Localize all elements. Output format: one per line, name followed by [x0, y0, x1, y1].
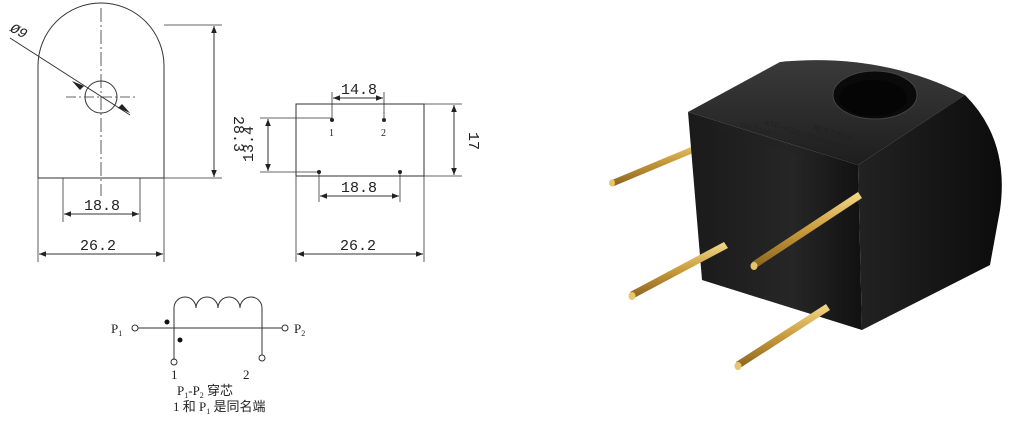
schematic-pin2-label: 2	[243, 367, 250, 382]
schematic-pin1-label: 1	[171, 367, 178, 382]
polarity-dot-pin1	[177, 337, 183, 343]
pin2-label: 2	[381, 128, 386, 139]
pin-dot-3	[317, 170, 321, 174]
pin1-terminal	[170, 358, 178, 366]
polarity-dot-p1	[164, 319, 170, 325]
pin-spacing-top-label: 14.8	[341, 82, 377, 99]
height-label: 28.3	[229, 116, 246, 152]
outer-width-label: 26.2	[80, 238, 116, 255]
secondary-coil	[173, 296, 263, 360]
pin1-label: 1	[329, 128, 334, 139]
p2-label: P2	[294, 321, 305, 338]
pin-vertical-label: 13.4	[241, 126, 258, 162]
diameter-leader	[9, 37, 131, 116]
body-depth-label: 17	[464, 132, 481, 150]
front-outline	[37, 2, 165, 179]
top-outline	[295, 103, 425, 177]
top-view-drawing	[260, 92, 462, 262]
pin-dot-1	[330, 118, 334, 122]
pin-dot-2	[382, 118, 386, 122]
center-hole	[84, 80, 118, 114]
schematic-note-2: 1 和 P1 是同名端	[173, 399, 266, 416]
front-view-drawing	[9, 2, 222, 262]
pin-dot-4	[398, 170, 402, 174]
pin2-terminal	[258, 354, 266, 362]
body-side-face	[858, 95, 1002, 330]
pin-lower-left	[630, 242, 728, 298]
pin-middle	[752, 192, 862, 268]
schematic-note-1: P1-P2 穿芯	[177, 383, 233, 400]
p2-terminal	[281, 324, 289, 332]
p1-label: P1	[111, 321, 122, 338]
pin-front	[736, 304, 830, 368]
diameter-label: Ø9	[6, 21, 29, 43]
inner-width-label: 18.8	[84, 198, 120, 215]
product-photo: 电流互感器 KTC-ACDL-50A50mA-A10S XDYT105 No.2…	[609, 60, 1002, 370]
pin-spacing-bottom-label: 18.8	[341, 180, 377, 197]
schematic-drawing	[131, 296, 289, 366]
body-front-face	[688, 112, 862, 330]
p1-terminal	[131, 324, 139, 332]
top-outer-width-label: 26.2	[340, 238, 376, 255]
